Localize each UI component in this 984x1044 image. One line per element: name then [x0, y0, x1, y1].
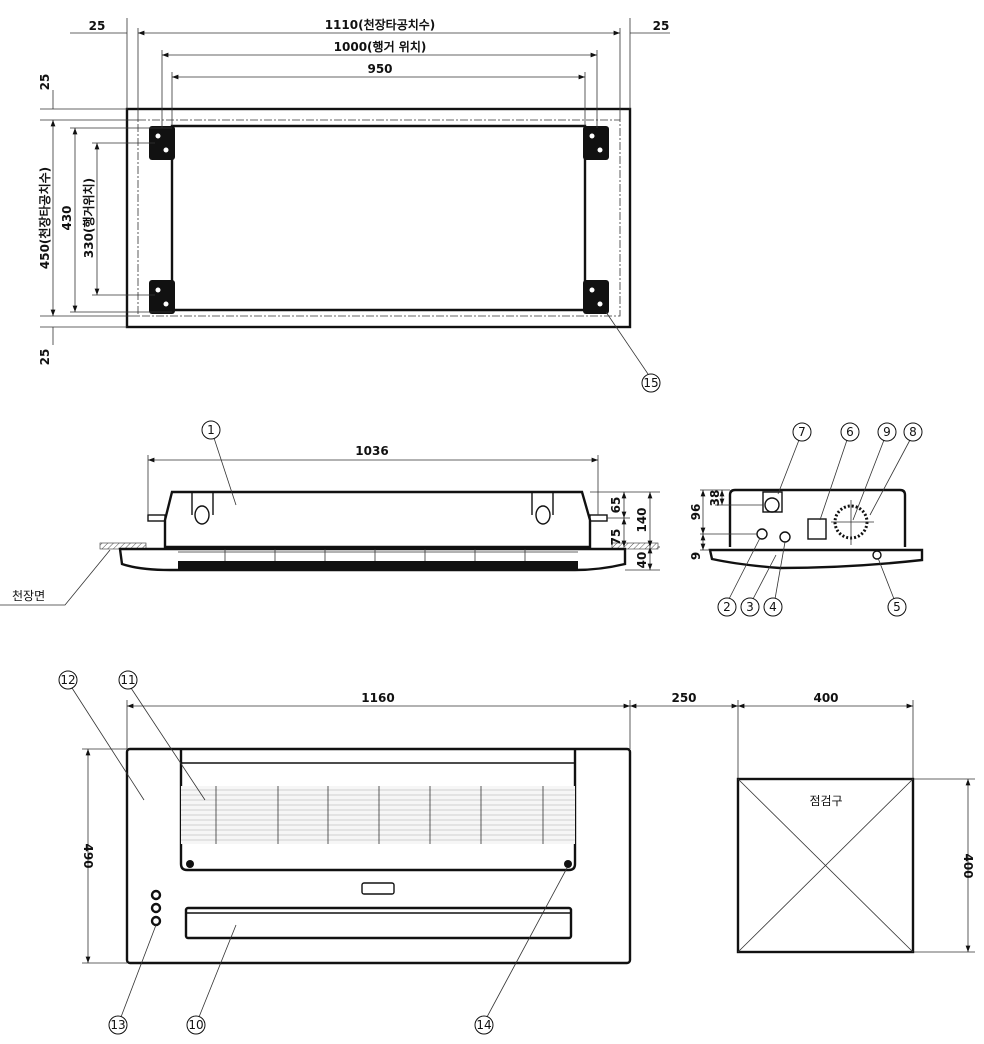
callout-15	[641, 373, 661, 393]
dim-65: 65	[609, 497, 623, 514]
ceiling-surface-label: 천장면	[12, 588, 45, 603]
callout-7: 7	[798, 425, 806, 439]
dim-ceiling-opening-depth: 450(천장타공치수)	[37, 167, 52, 269]
inspection-hatch: 점검구 400 400	[736, 691, 975, 954]
grille-lines	[181, 786, 575, 844]
display-window	[361, 882, 395, 895]
dim-top-margin: 25	[38, 74, 52, 91]
screw-icon	[564, 860, 572, 868]
end-view-callouts: 7 6 9 8 2 3 4 5	[717, 422, 923, 617]
callout-8: 8	[909, 425, 917, 439]
side-view: 1036 65 75 140 40 1 천장면	[0, 420, 660, 606]
panel-centerline	[137, 119, 621, 317]
callout-1-label: 1	[207, 423, 215, 437]
dim-hanger-span: 1036	[355, 444, 388, 458]
callout-3: 3	[746, 600, 754, 614]
callout-12: 12	[60, 673, 75, 687]
unit-body-end	[728, 488, 907, 547]
callout-10: 10	[188, 1018, 203, 1032]
callout-4: 4	[769, 600, 777, 614]
inspection-label: 점검구	[809, 794, 842, 808]
front-panel	[125, 747, 632, 965]
front-view-callouts: 12 11 13 10 14	[58, 670, 494, 1035]
discharge-louver	[184, 906, 573, 940]
dim-75: 75	[609, 529, 623, 546]
inspection-opening	[736, 777, 915, 954]
front-panel-end	[708, 548, 924, 570]
front-view: 1160 250 490 12 11 13 10 14	[58, 670, 975, 1035]
dim-40: 40	[635, 552, 649, 569]
dim-ceiling-opening-width: 1110(천장타공치수)	[325, 17, 436, 32]
hanger-icon	[149, 280, 175, 314]
dim-bottom-margin: 25	[38, 349, 52, 366]
callout-11: 11	[120, 673, 135, 687]
unit-body-side	[163, 490, 592, 549]
dim-body-depth: 430	[60, 205, 74, 230]
callout-6: 6	[846, 425, 854, 439]
dim-9: 9	[689, 552, 703, 560]
dim-hanger-width: 1000(행거 위치)	[334, 39, 427, 54]
callout-1	[201, 420, 221, 440]
dim-gap: 250	[671, 691, 696, 705]
dim-38: 38	[708, 490, 722, 507]
front-panel-side	[118, 547, 627, 572]
callout-5: 5	[893, 600, 901, 614]
dim-left-margin: 25	[89, 19, 106, 33]
dim-panel-width: 1160	[361, 691, 394, 705]
dim-96: 96	[689, 504, 703, 521]
hanger-icon	[583, 280, 609, 314]
unit-body-outline	[170, 124, 587, 312]
ceiling-opening-outline	[125, 107, 632, 329]
dim-right-margin: 25	[653, 19, 670, 33]
callout-15-label: 15	[643, 376, 658, 390]
dim-inspection-height: 400	[961, 853, 975, 878]
ceiling-hatch	[611, 542, 659, 550]
dim-140: 140	[635, 507, 649, 532]
screw-icon	[186, 860, 194, 868]
callout-14: 14	[476, 1018, 491, 1032]
intake-grille	[179, 749, 577, 872]
dim-body-width: 950	[367, 62, 392, 76]
callout-9: 9	[883, 425, 891, 439]
indicator-lamps	[150, 889, 162, 927]
plan-view: 1110(천장타공치수) 1000(행거 위치) 950 25 25 25 25…	[37, 17, 670, 393]
dim-hanger-depth: 330(행거위치)	[81, 178, 96, 258]
hanger-icon	[583, 126, 609, 160]
hanger-brackets	[149, 126, 609, 314]
callout-2: 2	[723, 600, 731, 614]
end-view: 38 96 9 7 6 9 8 2 3 4 5	[689, 422, 924, 617]
callout-13: 13	[110, 1018, 125, 1032]
dim-inspection-width: 400	[813, 691, 838, 705]
dim-panel-height: 490	[81, 843, 95, 868]
hanger-icon	[149, 126, 175, 160]
